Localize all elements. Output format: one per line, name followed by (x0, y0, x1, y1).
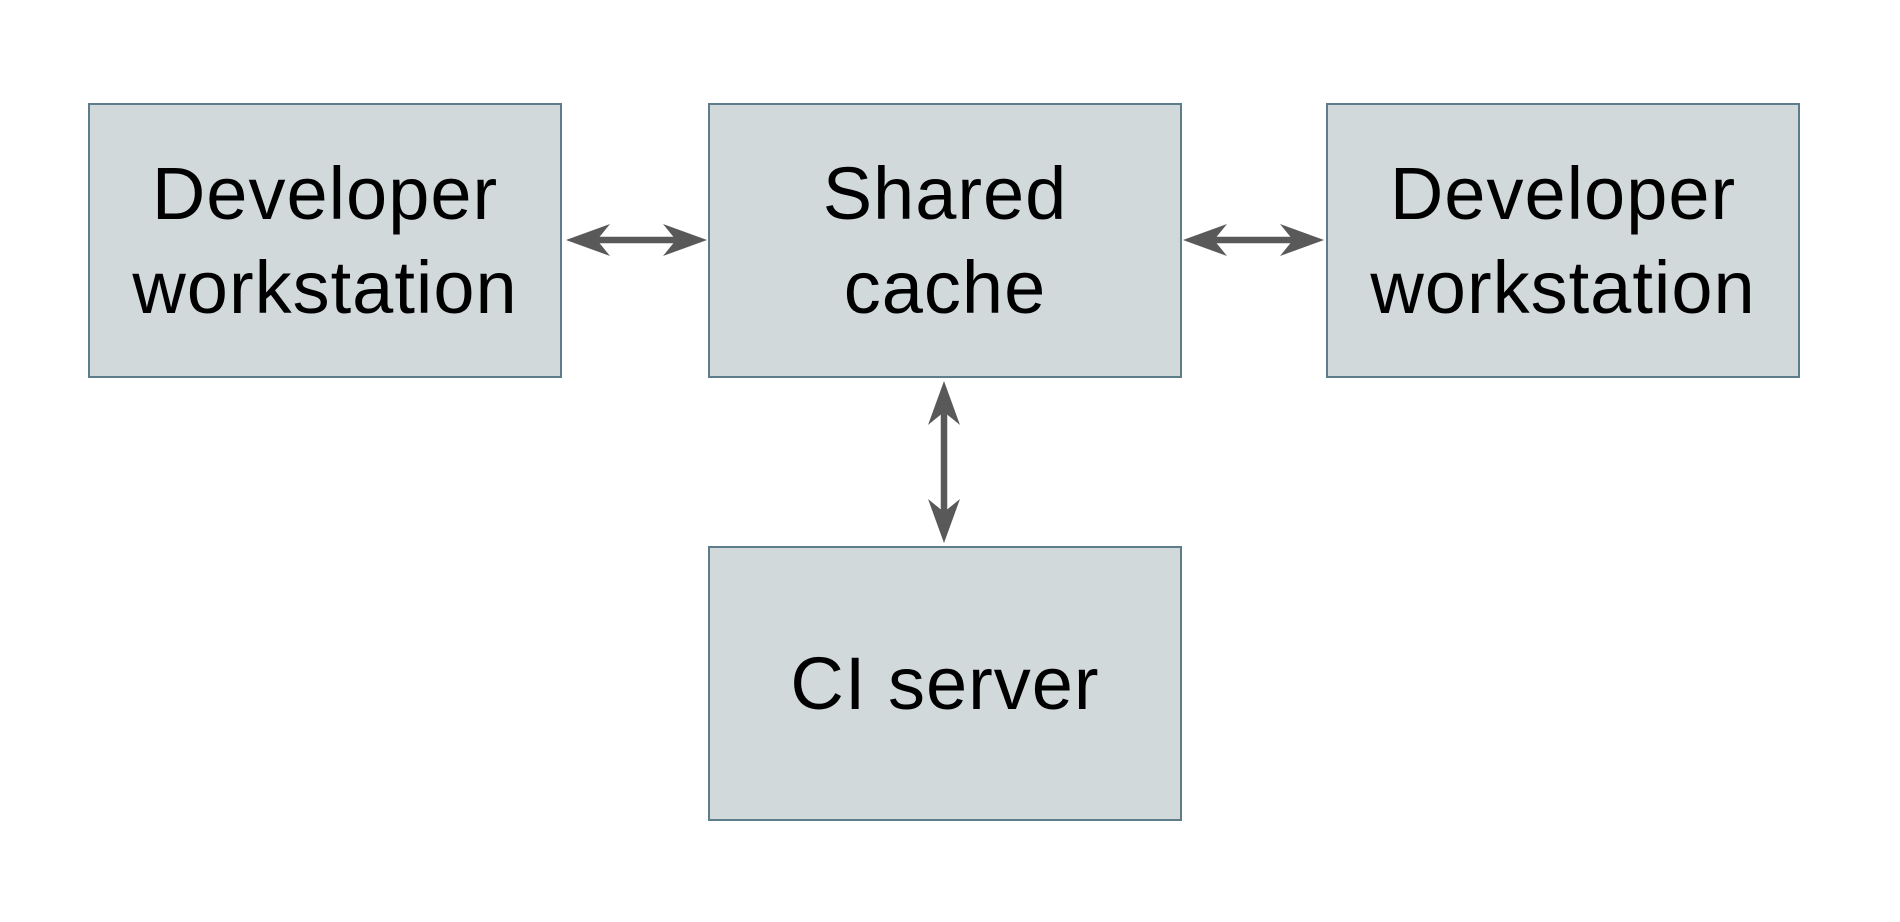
node-label-line: CI server (790, 641, 1100, 725)
node-developer-workstation-left: Developer workstation (88, 103, 562, 378)
node-label-line: Developer (151, 151, 499, 235)
node-label-line: Developer (1389, 151, 1737, 235)
node-label-line: Shared (822, 151, 1068, 235)
node-label-line: cache (843, 245, 1047, 329)
node-label-line: workstation (1370, 245, 1756, 329)
node-shared-cache: Shared cache (708, 103, 1182, 378)
node-ci-server: CI server (708, 546, 1182, 821)
node-developer-workstation-right: Developer workstation (1326, 103, 1800, 378)
node-label-line: workstation (132, 245, 518, 329)
